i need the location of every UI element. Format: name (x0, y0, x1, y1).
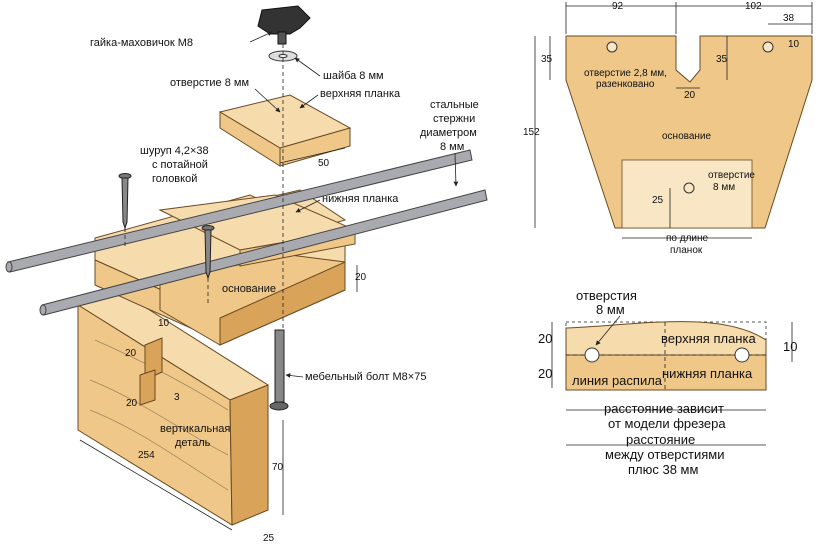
dim-20-b: 20 (126, 398, 138, 409)
screw-label: шуруп 4,2×38 с потайной головкой (140, 145, 209, 185)
dim-20-bottom: 20 (538, 366, 552, 381)
svg-text:планок: планок (670, 245, 703, 256)
hole-8mm-label: отверстие 8 мм (708, 170, 755, 193)
dim-38: 38 (783, 13, 795, 24)
svg-text:с потайной: с потайной (152, 159, 208, 171)
hole-label: отверстие 8 мм (170, 77, 249, 89)
svg-text:расстояние зависит: расстояние зависит (604, 401, 724, 416)
holes-label: отверстия 8 мм (576, 288, 637, 317)
dim-50: 50 (318, 158, 330, 169)
svg-text:8 мм: 8 мм (440, 141, 464, 153)
screw-left (118, 173, 132, 230)
dim-10: 10 (158, 318, 170, 329)
dim-20-right: 20 (355, 272, 367, 283)
svg-text:отверстие 2,8 мм,: отверстие 2,8 мм, (584, 68, 667, 79)
svg-text:стальные: стальные (430, 99, 479, 111)
svg-text:8 мм: 8 мм (713, 182, 735, 193)
svg-text:отверстие: отверстие (708, 170, 755, 181)
svg-text:шуруп 4,2×38: шуруп 4,2×38 (140, 145, 209, 157)
base-label: основание (222, 283, 276, 295)
base-plan-view: 92 102 38 10 35 35 152 20 25 отверстие 2… (523, 1, 813, 256)
dim-35-left: 35 (541, 54, 553, 65)
dim-102: 102 (745, 1, 762, 12)
knob-nut (257, 5, 311, 45)
dim-20-top: 20 (538, 331, 552, 346)
svg-text:отверстия: отверстия (576, 288, 637, 303)
svg-text:диаметром: диаметром (420, 127, 477, 139)
dim-70: 70 (272, 462, 284, 473)
dim-152: 152 (523, 127, 540, 138)
dim-20-a: 20 (125, 348, 137, 359)
knob-label: гайка-маховичок М8 (90, 37, 193, 49)
vertical-piece-label: вертикальная деталь (160, 423, 230, 449)
svg-text:расстояние: расстояние (626, 432, 695, 447)
bars-side-view: отверстия 8 мм 20 20 10 верхняя планка н… (538, 288, 797, 477)
bottom-bar-label: нижняя планка (662, 366, 753, 381)
top-bar-part (218, 94, 352, 167)
svg-text:от модели фрезера: от модели фрезера (608, 416, 726, 431)
countersunk-hole-label: отверстие 2,8 мм, разенковано (584, 68, 667, 90)
svg-text:стержни: стержни (433, 113, 475, 125)
dim-254: 254 (138, 450, 155, 461)
washer-label: шайба 8 мм (323, 70, 384, 82)
rods-label: стальные стержни диаметром 8 мм (420, 99, 479, 153)
dim-92: 92 (612, 1, 624, 12)
exploded-view: гайка-маховичок М8 шайба 8 мм отверстие … (5, 5, 488, 544)
steel-rods (5, 149, 488, 316)
router-distance-label: расстояние зависит от модели фрезера (604, 401, 726, 431)
dim-20: 20 (684, 90, 696, 101)
screw-right (201, 225, 215, 280)
svg-text:головкой: головкой (152, 173, 197, 185)
holes-distance-label: расстояние между отверстиями плюс 38 мм (605, 432, 725, 477)
svg-text:по длине: по длине (666, 233, 709, 244)
svg-text:плюс 38 мм: плюс 38 мм (628, 462, 698, 477)
svg-text:вертикальная: вертикальная (160, 423, 230, 435)
svg-text:между отверстиями: между отверстиями (605, 447, 725, 462)
svg-text:деталь: деталь (175, 437, 211, 449)
dim-10: 10 (783, 339, 797, 354)
top-bar-label: верхняя планка (661, 331, 756, 346)
dim-25: 25 (652, 195, 664, 206)
base-label: основание (662, 131, 712, 142)
vertical-piece (76, 289, 270, 526)
top-bar-label: верхняя планка (320, 88, 401, 100)
saw-line-label: линия распила (572, 373, 663, 388)
dim-25: 25 (263, 533, 275, 544)
dim-3: 3 (174, 392, 180, 403)
furniture-bolt (269, 329, 289, 411)
bar-length-label: по длине планок (666, 233, 709, 256)
dim-10: 10 (788, 39, 800, 50)
bottom-bar-label: нижняя планка (322, 193, 399, 205)
svg-text:разенковано: разенковано (596, 79, 655, 90)
svg-text:8 мм: 8 мм (596, 302, 625, 317)
bolt-label: мебельный болт М8×75 (305, 371, 426, 383)
dim-35-right: 35 (716, 54, 728, 65)
